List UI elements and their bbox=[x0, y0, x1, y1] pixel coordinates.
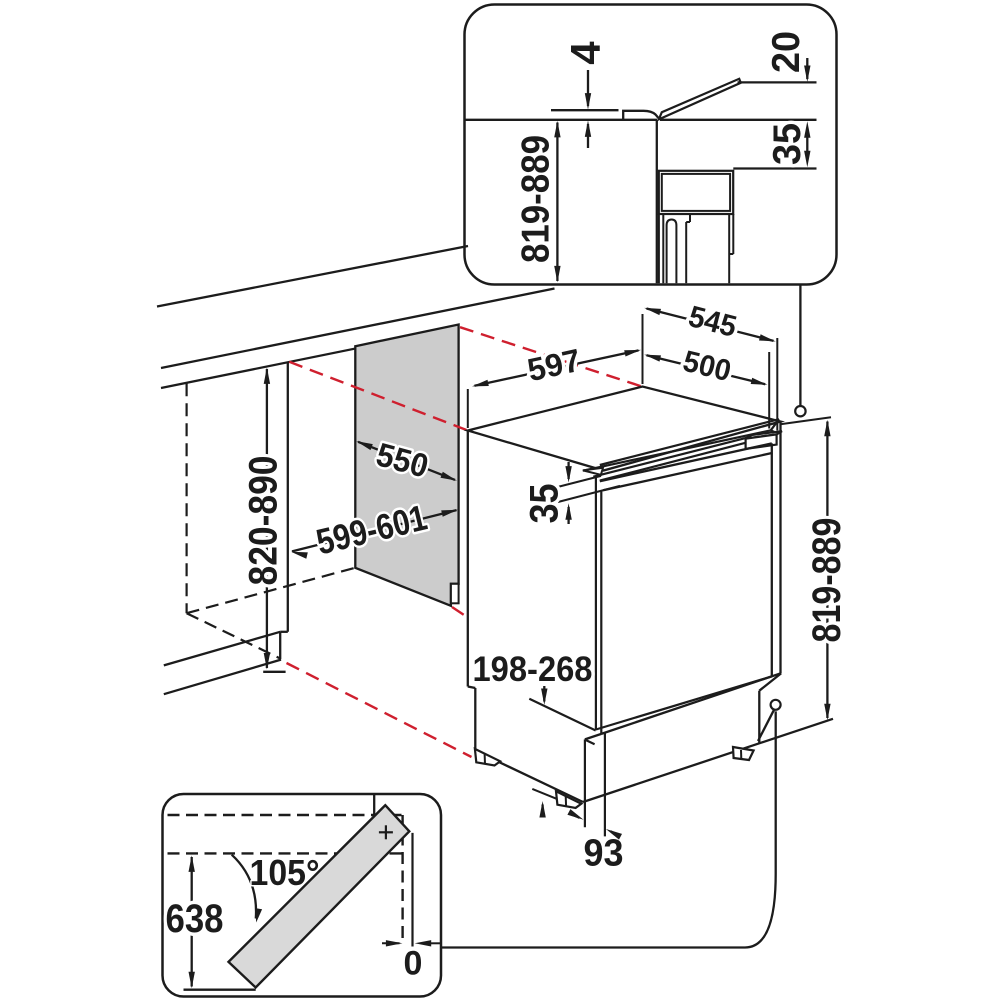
svg-text:819-889: 819-889 bbox=[805, 518, 849, 643]
svg-text:638: 638 bbox=[166, 897, 224, 941]
svg-text:93: 93 bbox=[584, 833, 624, 875]
svg-text:638: 638 bbox=[166, 897, 224, 941]
svg-text:105°: 105° bbox=[250, 852, 320, 893]
svg-text:20: 20 bbox=[765, 31, 808, 73]
svg-text:0: 0 bbox=[404, 945, 423, 983]
svg-text:820-890: 820-890 bbox=[242, 456, 286, 586]
svg-text:35: 35 bbox=[766, 123, 809, 165]
svg-text:35: 35 bbox=[766, 123, 809, 165]
svg-text:35: 35 bbox=[523, 484, 567, 524]
svg-text:820-890: 820-890 bbox=[242, 456, 286, 586]
svg-text:819-889: 819-889 bbox=[515, 135, 558, 263]
svg-text:35: 35 bbox=[523, 484, 567, 524]
svg-text:0: 0 bbox=[404, 945, 423, 983]
svg-text:93: 93 bbox=[584, 833, 624, 875]
svg-text:105°: 105° bbox=[250, 852, 320, 893]
svg-text:198-268: 198-268 bbox=[473, 650, 593, 689]
svg-text:819-889: 819-889 bbox=[805, 518, 849, 643]
svg-text:198-268: 198-268 bbox=[473, 650, 593, 689]
svg-text:4: 4 bbox=[562, 41, 609, 65]
svg-text:819-889: 819-889 bbox=[515, 135, 558, 263]
svg-text:20: 20 bbox=[765, 31, 808, 73]
svg-text:4: 4 bbox=[562, 41, 609, 65]
